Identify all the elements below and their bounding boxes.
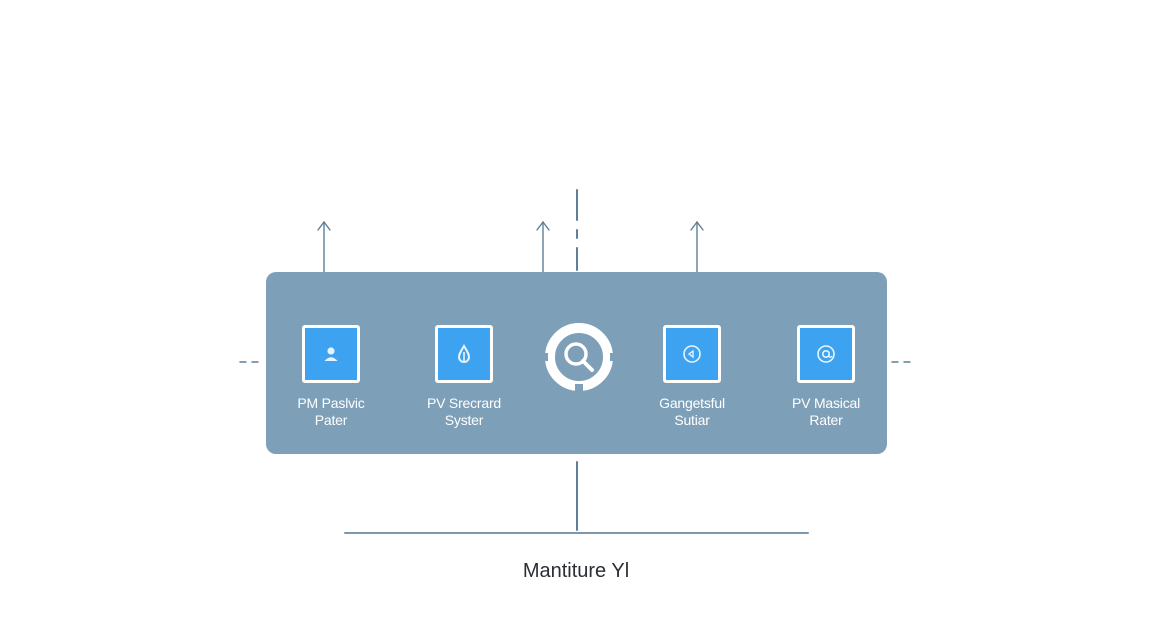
- node-2-label-line-1: PV Srecrard: [426, 395, 502, 411]
- node-2-box[interactable]: [435, 325, 493, 383]
- node-3-label-line-2: Sutiar: [674, 412, 710, 428]
- at-sign-icon: [817, 345, 835, 363]
- node-4-label-line-1: PV Masical: [791, 395, 861, 411]
- arrowhead-2: [536, 220, 550, 231]
- node-2[interactable]: PV Srecrard Syster: [404, 325, 524, 429]
- refresh-icon: [683, 345, 701, 363]
- arrowhead-1: [317, 220, 331, 231]
- search-icon: [540, 323, 618, 396]
- user-icon: [324, 347, 338, 361]
- node-4-label-line-2: Rater: [809, 412, 843, 428]
- node-3[interactable]: Gangetsful Sutiar: [632, 325, 752, 429]
- node-3-box[interactable]: [663, 325, 721, 383]
- node-3-label-line-1: Gangetsful: [659, 395, 725, 411]
- node-2-label-line-2: Syster: [444, 412, 484, 428]
- droplet-icon: [457, 344, 471, 363]
- node-1-label-line-2: Pater: [314, 412, 348, 428]
- node-4-box[interactable]: [797, 325, 855, 383]
- node-3-label: Gangetsful Sutiar: [632, 395, 752, 429]
- hub-search[interactable]: [540, 318, 618, 396]
- node-4[interactable]: PV Masical Rater: [766, 325, 886, 429]
- node-1-box[interactable]: [302, 325, 360, 383]
- node-2-label: PV Srecrard Syster: [404, 395, 524, 429]
- node-4-label: PV Masical Rater: [766, 395, 886, 429]
- node-1[interactable]: PM Paslvic Pater: [271, 325, 391, 429]
- diagram-caption: Mantiture Yl: [522, 560, 630, 582]
- node-1-label-line-1: PM Paslvic: [297, 395, 365, 411]
- node-1-label: PM Paslvic Pater: [271, 395, 391, 429]
- arrowhead-3: [690, 220, 704, 231]
